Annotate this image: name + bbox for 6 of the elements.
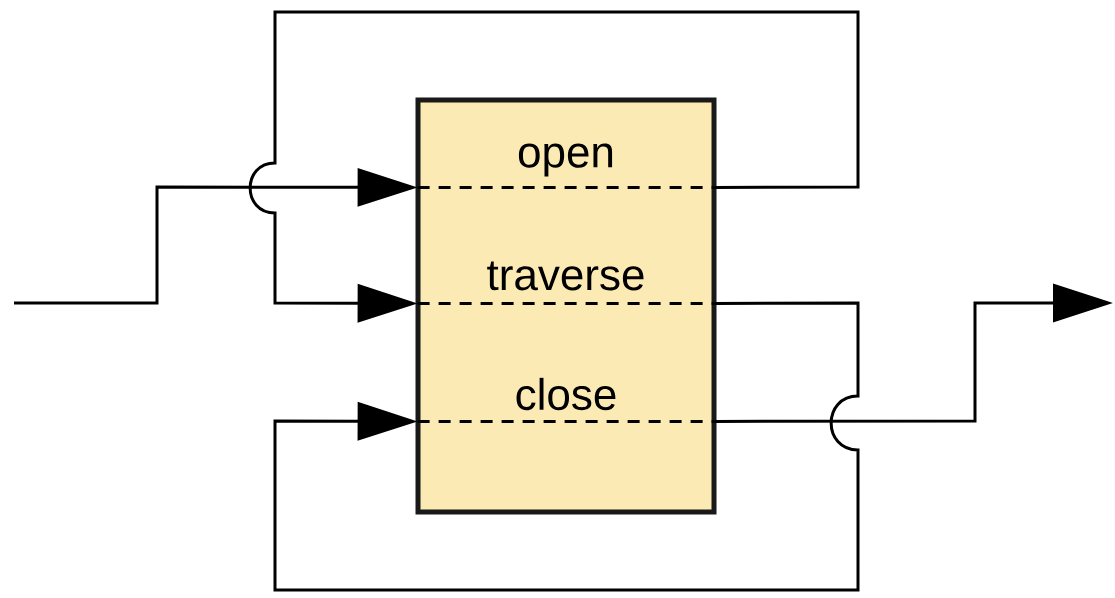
- block-box: [415, 97, 717, 515]
- dashed-section: traverse: [417, 261, 715, 305]
- dashed-section: open: [417, 143, 715, 189]
- arrow: [249, 10, 860, 323]
- arrow: [273, 301, 860, 592]
- dashed-section: close: [417, 377, 715, 423]
